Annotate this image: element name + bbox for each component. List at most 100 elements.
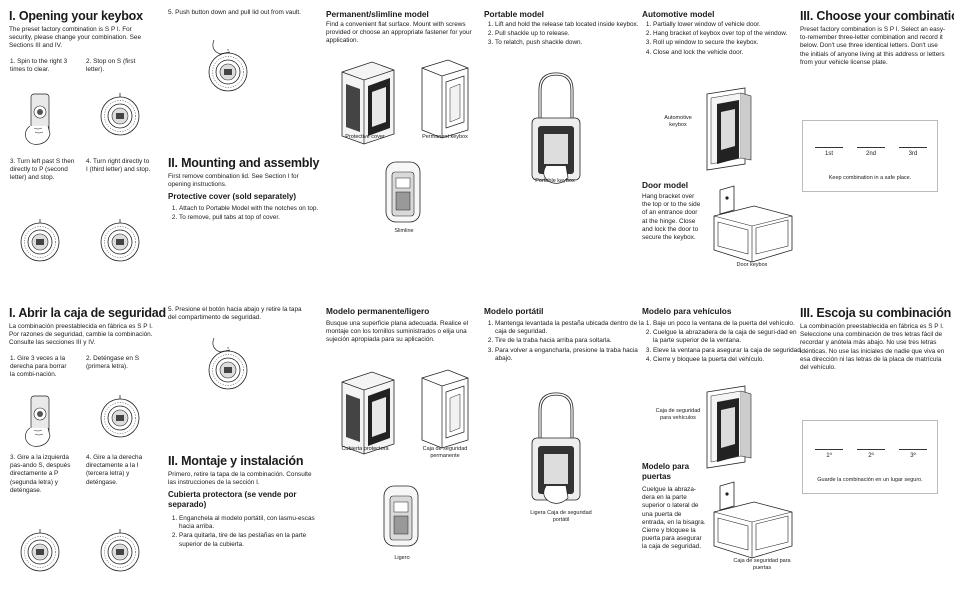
es-caption-slimline: Ligero	[394, 555, 410, 561]
es-section3-title: III. Escoja su combinación	[800, 306, 952, 320]
en-cover-title: Protective cover (sold separately)	[168, 192, 297, 201]
en-portable-title: Portable model	[484, 9, 544, 19]
keybox-hand-icon	[208, 337, 248, 390]
en-caption-permanent: Permanent keybox	[422, 134, 468, 140]
en-step2: 2. Stop on S (first letter).	[86, 58, 136, 74]
en-step3: 3. Turn left past S then directly to P (…	[10, 158, 75, 182]
en-section2-title: II. Mounting and assembly	[168, 156, 320, 170]
en-step2-text: Stop on S (first letter).	[86, 58, 136, 74]
es-step1-text: Gire 3 veces a la derecha para borrar la…	[10, 355, 67, 379]
es-mount-intro: Primero, retire la tapa de la combinació…	[168, 471, 312, 487]
en-door-text: Hang bracket over the top or to the side…	[642, 193, 701, 242]
en-permanent-text: Find a convenient flat surface. Mount wi…	[326, 21, 472, 45]
es-cover-step: Enganchela al modelo portátil, con lasmu…	[179, 515, 327, 531]
es-automotive-step: Eleve la ventana para asegurar la caja d…	[653, 347, 803, 355]
es-door-title: Modelo para puertas	[642, 462, 690, 481]
es-cover-title: Cubierta protectora (se vende por separa…	[168, 490, 297, 509]
keybox-illustration-icon	[383, 485, 419, 547]
en-ordinal-1: 1st	[824, 151, 833, 157]
en-cover-steps: Attach to Portable Model with the notche…	[168, 205, 327, 223]
es-step2-text: Deténgase en S (primera letra).	[86, 355, 139, 371]
es-caption-portable: Ligera Caja de seguridad portátil	[530, 510, 592, 523]
keybox-illustration-icon	[713, 185, 793, 263]
es-automotive-step: Cuelgue la abrazadera de la caja de segu…	[653, 329, 803, 345]
es-permanent-title: Modelo permanente/ligero	[326, 306, 430, 316]
keybox-illustration-icon	[530, 72, 582, 185]
es-cover-step: Para quitarla, tire de las pestañas en l…	[179, 532, 327, 548]
es-step3: 3. Gire a la izquierda pas-ando S, despu…	[10, 454, 71, 494]
es-combo-line-2[interactable]	[857, 449, 885, 450]
es-combo-line-1[interactable]	[815, 449, 843, 450]
en-automotive-step: Hang bracket of keybox over top of the w…	[653, 30, 803, 38]
en-mount-intro: First remove combination lid. See Sectio…	[168, 173, 299, 189]
keybox-hand-icon	[208, 39, 248, 92]
en-caption-protective: Protective cover	[345, 134, 385, 140]
en-portable-step: Lift and hold the release tab located in…	[495, 21, 645, 29]
en-automotive-title: Automotive model	[642, 9, 715, 19]
en-ordinal-3: 3rd	[908, 151, 918, 157]
en-portable-steps: Lift and hold the release tab located in…	[484, 21, 645, 49]
en-portable-step: To relatch, push shackle down.	[495, 39, 645, 47]
en-caption-auto: Automotive keybox	[664, 115, 692, 128]
es-automotive-step: Cierre y bloquee la puerta del vehículo.	[653, 356, 803, 364]
es-portable-step: Tire de la traba hacia arriba para solta…	[495, 337, 645, 345]
es-combination-card: 1º 2º 3º Guarde la combinación en un lug…	[802, 420, 938, 494]
en-section1-intro: The preset factory combination is S P I.…	[9, 26, 142, 50]
combination-dial-icon	[100, 394, 140, 438]
es-cover-steps: Enganchela al modelo portátil, con lasmu…	[168, 515, 327, 550]
es-step5: 5. Presione el botón hacia abajo y retir…	[168, 306, 302, 322]
en-section3-text: Preset factory combination is S P I. Sel…	[800, 26, 946, 66]
en-combination-card: 1st 2nd 3rd Keep combination in a safe p…	[802, 120, 938, 192]
en-cover-step: Attach to Portable Model with the notche…	[179, 205, 327, 213]
es-step3-text: Gire a la izquierda pas-ando S, después …	[10, 454, 71, 494]
en-combo-line-3[interactable]	[899, 147, 927, 148]
en-portable-step: Pull shackle up to release.	[495, 30, 645, 38]
en-automotive-step: Close and lock the vehicle door.	[653, 49, 803, 57]
keybox-illustration-icon	[706, 385, 752, 469]
keybox-illustration-icon	[385, 161, 421, 223]
en-step1: 1. Spin to the right 3 times to clear.	[10, 58, 68, 74]
es-section3-text: La combinación preestablecida en fábrica…	[800, 323, 945, 372]
en-caption-slimline: Slimline	[394, 228, 414, 234]
es-ordinal-2: 2º	[868, 453, 874, 459]
es-combo-line-3[interactable]	[899, 449, 927, 450]
es-section2-title: II. Montaje y instalación	[168, 454, 304, 468]
es-section1-intro: La combinación preestablecida en fábrica…	[9, 323, 153, 347]
combination-dial-icon	[100, 218, 140, 262]
es-automotive-step: Baje un poco la ventana de la puerta del…	[653, 320, 803, 328]
en-ordinal-2: 2nd	[865, 151, 876, 157]
en-combo-line-1[interactable]	[815, 147, 843, 148]
es-portable-title: Modelo portátil	[484, 306, 544, 316]
en-step1-text: Spin to the right 3 times to clear.	[10, 58, 68, 74]
es-step4-text: Gire a la derecha directamente a la I (t…	[86, 454, 143, 486]
en-automotive-step: Partially lower window of vehicle door.	[653, 21, 803, 29]
combination-dial-icon	[100, 92, 140, 136]
es-caption-door: Caja de seguridad para puertas	[733, 558, 791, 571]
en-section3-title: III. Choose your combination	[800, 9, 954, 23]
es-step1: 1. Gire 3 veces a la derecha para borrar…	[10, 355, 67, 379]
es-step5-text: Presione el botón hacia abajo y retire l…	[168, 306, 302, 322]
es-ordinal-3: 3º	[910, 453, 916, 459]
en-caption-door: Door keybox	[736, 262, 768, 268]
es-portable-steps: Mantenga levantada la pestaña ubicada de…	[484, 320, 645, 364]
keybox-illustration-icon	[713, 481, 793, 559]
keybox-illustration-icon	[706, 87, 752, 171]
en-combo-line-2[interactable]	[857, 147, 885, 148]
es-portable-step: Para volver a engancharla, presione la t…	[495, 347, 645, 363]
es-caption-protective: Cubierta protectora	[341, 446, 389, 452]
es-ordinal-1: 1º	[826, 453, 832, 459]
es-portable-step: Mantenga levantada la pestaña ubicada de…	[495, 320, 645, 336]
keybox-illustration-icon	[530, 392, 582, 505]
en-keep-safe: Keep combination in a safe place.	[828, 175, 912, 181]
en-section1-title: I. Opening your keybox	[9, 9, 143, 23]
es-step4: 4. Gire a la derecha directamente a la I…	[86, 454, 143, 486]
en-door-title: Door model	[642, 180, 689, 190]
combination-dial-icon	[20, 218, 60, 262]
en-step5: 5. Push button down and pull lid out fro…	[168, 9, 301, 16]
combination-dial-icon	[100, 528, 140, 572]
en-caption-portable: Portable keybox	[535, 178, 575, 184]
es-section1-title: I. Abrir la caja de seguridad	[9, 306, 166, 320]
es-permanent-text: Busque una superficie plana adecuada. Re…	[326, 320, 469, 344]
en-permanent-title: Permanent/slimline model	[326, 9, 429, 19]
es-keep-safe: Guarde la combinación en un lugar seguro…	[817, 477, 923, 483]
